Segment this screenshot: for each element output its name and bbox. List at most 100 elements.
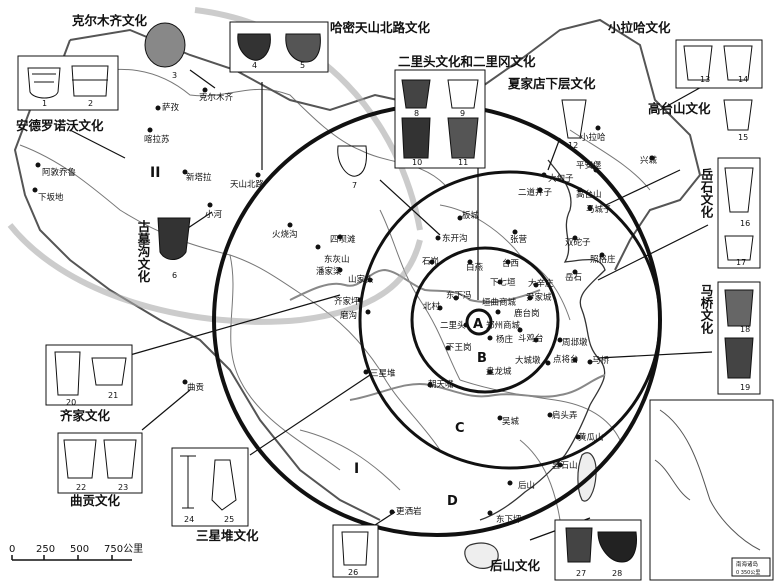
artifact-number: 26 bbox=[348, 568, 358, 577]
site-label: 杨庄 bbox=[496, 334, 514, 345]
artifact-number: 24 bbox=[184, 515, 194, 524]
site-label: 斗鸡台 bbox=[518, 333, 544, 344]
artifact-number: 8 bbox=[414, 109, 419, 118]
artifact-number: 7 bbox=[352, 181, 357, 190]
site-label: 二里头 bbox=[440, 320, 466, 331]
site-label: 张营 bbox=[510, 234, 527, 245]
artifact-number: 25 bbox=[224, 515, 234, 524]
national-border bbox=[13, 18, 702, 521]
yangtze-river bbox=[349, 374, 606, 401]
site-label: 郑州商城 bbox=[486, 320, 521, 331]
faint-arcs bbox=[7, 7, 423, 325]
site-label: 克尔木齐 bbox=[199, 92, 234, 103]
site-label: 白燕 bbox=[466, 262, 484, 273]
coastline bbox=[479, 159, 606, 521]
site-label: 齐家坪 bbox=[334, 296, 360, 307]
zone-label-group: A B C D I II bbox=[150, 165, 487, 509]
site-label: 曲贡 bbox=[187, 382, 204, 393]
site-label: 昙石山 bbox=[552, 460, 578, 471]
artifact-number: 5 bbox=[300, 61, 305, 70]
culture-label: 二里头文化和二里冈文化 bbox=[398, 54, 536, 69]
scale-tick-label: 750公里 bbox=[104, 543, 143, 555]
site-label: 山家头 bbox=[348, 274, 374, 285]
site-label: 下七垣 bbox=[490, 277, 516, 288]
culture-label-vertical: 岳石文化 bbox=[699, 167, 714, 219]
site-dots bbox=[32, 87, 655, 516]
site-label: 平安堡 bbox=[576, 160, 602, 171]
scale-labels: 0 250 500 750公里 bbox=[9, 543, 143, 555]
scale-tick-label: 250 bbox=[36, 544, 55, 555]
culture-label: 安德罗诺沃文化 bbox=[16, 118, 104, 133]
zone-circle-a bbox=[465, 308, 493, 336]
artifact-number: 16 bbox=[740, 219, 750, 228]
artifact-number: 2 bbox=[88, 99, 93, 108]
site-label: 鹿台岗 bbox=[514, 308, 540, 319]
scale-bar bbox=[11, 555, 132, 561]
pottery-drawings bbox=[27, 22, 754, 566]
site-label: 马桥 bbox=[592, 355, 610, 366]
artifact-frames bbox=[17, 21, 774, 581]
artifact-number: 17 bbox=[736, 258, 746, 267]
site-label: 磨沟 bbox=[340, 310, 357, 321]
site-label: 火烧沟 bbox=[272, 229, 298, 240]
artifact-number: 4 bbox=[252, 61, 257, 70]
artifact-number: 19 bbox=[740, 383, 750, 392]
culture-label: 夏家店下层文化 bbox=[507, 76, 596, 91]
artifact-number: 3 bbox=[172, 71, 177, 80]
site-label: 板城 bbox=[462, 210, 480, 221]
culture-label: 后山文化 bbox=[490, 558, 541, 573]
zone-label-c: C bbox=[455, 421, 465, 436]
site-label: 三星堆 bbox=[370, 368, 396, 379]
site-label: 下坂地 bbox=[38, 192, 64, 203]
site-label: 肩头弄 bbox=[552, 410, 578, 421]
site-label-group: 克尔木齐 萨孜 喀拉苏 阿敦乔鲁 下坂地 新塔拉 天山北路 小河 火烧沟 四坝滩… bbox=[38, 92, 658, 525]
artifact-number: 15 bbox=[738, 133, 748, 142]
site-label: 岳石 bbox=[565, 272, 582, 283]
inset-map bbox=[654, 409, 771, 577]
zone-circle-c bbox=[358, 170, 662, 470]
site-label: 更洒岩 bbox=[396, 506, 422, 517]
artifact-number: 20 bbox=[66, 398, 76, 407]
artifact-number: 6 bbox=[172, 271, 177, 280]
site-label: 东下坪 bbox=[496, 514, 522, 525]
site-label: 马城子 bbox=[586, 205, 612, 215]
artifact-number: 9 bbox=[460, 109, 465, 118]
site-label: 台西 bbox=[502, 258, 519, 269]
site-label: 喀拉苏 bbox=[144, 134, 170, 145]
zone-label-i: I bbox=[354, 461, 359, 477]
artifact-number: 13 bbox=[700, 75, 710, 84]
zone-label-b: B bbox=[477, 351, 487, 366]
zone-circle-b bbox=[410, 246, 560, 394]
site-label: 下王岗 bbox=[446, 342, 472, 353]
hainan-island bbox=[464, 542, 499, 569]
artifact-number: 1 bbox=[42, 99, 47, 108]
site-label: 小拉哈 bbox=[580, 132, 606, 143]
site-label: 后山 bbox=[518, 480, 535, 491]
site-label: 阿敦乔鲁 bbox=[42, 167, 76, 178]
site-label: 双砣子 bbox=[565, 237, 591, 248]
inset-scale: 0 350公里 bbox=[736, 570, 760, 576]
site-label: 小河 bbox=[205, 209, 223, 220]
artifact-number: 18 bbox=[740, 325, 750, 334]
site-label: 尹家城 bbox=[526, 292, 552, 303]
site-label: 东下冯 bbox=[446, 290, 472, 301]
site-label: 点将台 bbox=[553, 354, 579, 365]
culture-label-group: 克尔木齐文化 哈密天山北路文化 二里头文化和二里冈文化 夏家店下层文化 小拉哈文… bbox=[16, 13, 714, 573]
site-label: 大城墩 bbox=[515, 355, 541, 366]
site-label: 北村 bbox=[423, 301, 441, 312]
artifact-number-group: 1 2 3 4 5 6 7 8 9 10 11 12 13 14 15 16 1… bbox=[42, 61, 750, 578]
artifact-number: 21 bbox=[108, 391, 118, 400]
inset-title: 南海诸岛 bbox=[736, 560, 759, 568]
artifact-number: 23 bbox=[118, 483, 128, 492]
artifact-number: 22 bbox=[76, 483, 86, 492]
site-label: 潘家梁 bbox=[316, 266, 342, 277]
scale-tick-label: 0 bbox=[9, 544, 15, 555]
site-label: 天山北路 bbox=[230, 179, 265, 190]
artifact-number: 12 bbox=[568, 141, 578, 150]
zone-label-a: A bbox=[473, 317, 483, 332]
culture-label: 哈密天山北路文化 bbox=[330, 20, 431, 35]
yellow-river bbox=[289, 268, 541, 303]
site-label: 东灰山 bbox=[324, 254, 350, 265]
